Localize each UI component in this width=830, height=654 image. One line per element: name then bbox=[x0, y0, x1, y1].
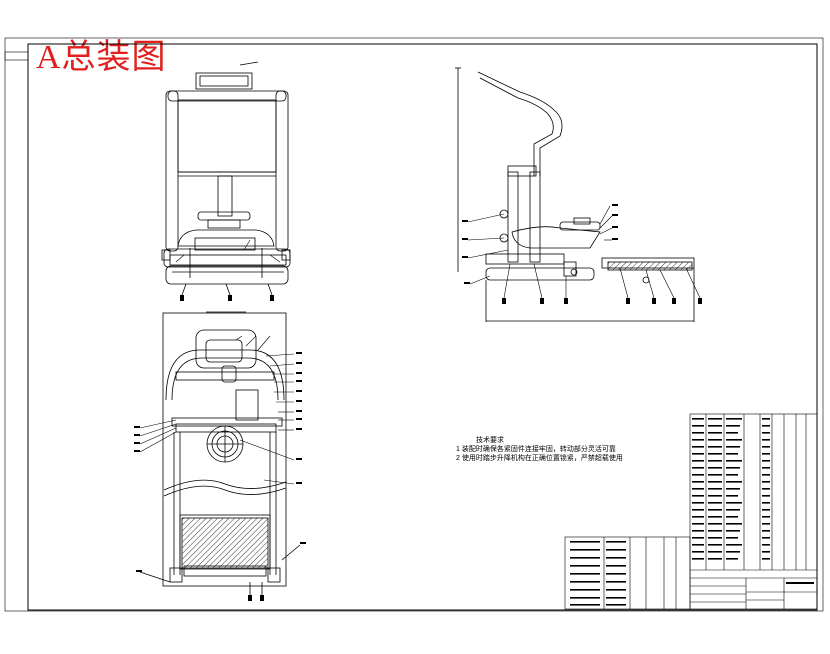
note-line-2: 2 使用时踏步升降机构在正确位置锁紧，严禁超载使用 bbox=[456, 455, 623, 462]
side-view bbox=[455, 67, 695, 322]
top-view bbox=[139, 311, 301, 595]
small-table bbox=[564, 536, 691, 610]
outer-border bbox=[4, 37, 824, 612]
notes-heading: 技术要求 bbox=[476, 437, 504, 444]
front-view-leaders bbox=[175, 239, 281, 263]
side-view-leaders bbox=[467, 205, 701, 299]
bom-table bbox=[689, 413, 818, 610]
top-view-leaders bbox=[139, 335, 295, 485]
inner-border bbox=[27, 43, 818, 611]
front-view bbox=[161, 61, 291, 296]
border-tab bbox=[4, 51, 29, 61]
title-label: A总装图 bbox=[36, 39, 167, 76]
balloon-marks bbox=[134, 204, 702, 601]
bom-rows bbox=[570, 418, 814, 606]
note-line-1: 1 装配时确保各紧固件连接牢固，转动部分灵活可靠 bbox=[456, 446, 616, 453]
technical-notes: 技术要求 1 装配时确保各紧固件连接牢固，转动部分灵活可靠 2 使用时踏步升降机… bbox=[456, 436, 623, 463]
